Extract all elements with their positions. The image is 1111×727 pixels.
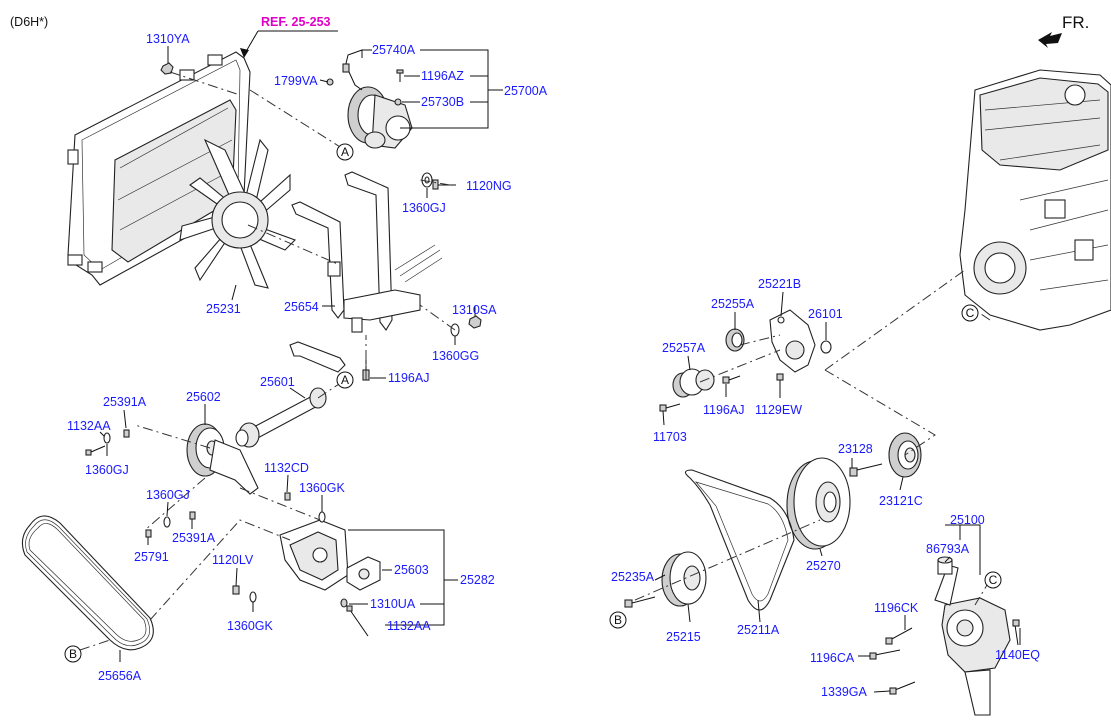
callout-C-pump[interactable]: C	[984, 571, 1002, 589]
tensioner-pulley-25257A	[672, 368, 715, 398]
part-label[interactable]: 25215	[666, 630, 701, 644]
part-label[interactable]: 25603	[394, 563, 429, 577]
water-pump-25100	[934, 564, 1011, 716]
pulley-bracket-25282	[279, 519, 349, 591]
part-label[interactable]: 25100	[950, 513, 985, 527]
part-label[interactable]: 1196CK	[874, 601, 919, 615]
nut-25730B	[394, 98, 402, 106]
ref-link[interactable]: REF. 25-253	[261, 15, 331, 29]
part-label[interactable]: 1140EQ	[995, 648, 1040, 662]
fan-clutch-assembly	[347, 86, 413, 149]
part-labels: 1310YA 25740A 1799VA 1196AZ 25700A 25730…	[67, 32, 1040, 699]
callout-A-top[interactable]: A	[336, 143, 354, 161]
svg-text:C: C	[966, 306, 975, 320]
part-label[interactable]: 25602	[186, 390, 221, 404]
part-label[interactable]: 25211A	[737, 623, 780, 637]
pump-pulley-25215	[661, 551, 707, 607]
part-label[interactable]: 1132AA	[67, 419, 111, 433]
leader-lines	[99, 46, 1021, 693]
part-label[interactable]: 1360GK	[227, 619, 274, 633]
svg-text:B: B	[614, 613, 622, 627]
part-label[interactable]: 25391A	[103, 395, 147, 409]
part-label[interactable]: 1360GG	[432, 349, 479, 363]
part-label[interactable]: 1132CD	[264, 461, 309, 475]
bolt-1196AZ	[396, 69, 404, 82]
bolt-23128	[849, 463, 883, 477]
front-direction-label: FR.	[1062, 13, 1089, 32]
part-label[interactable]: 25255A	[711, 297, 755, 311]
part-label[interactable]: 1132AA	[387, 619, 431, 633]
svg-text:A: A	[341, 373, 349, 387]
sensor-25740A	[342, 49, 363, 91]
part-label[interactable]: 25791	[134, 550, 169, 564]
small-fasteners-left	[85, 429, 369, 637]
callout-B-left[interactable]: B	[64, 645, 82, 663]
tensioner-bracket-25221B	[769, 309, 816, 373]
part-label[interactable]: 1310SA	[452, 303, 497, 317]
part-label[interactable]: 25282	[460, 573, 495, 587]
idler-25255A	[725, 328, 745, 352]
shroud-bracket	[289, 171, 443, 373]
part-label[interactable]: 1120NG	[466, 179, 512, 193]
part-label[interactable]: 1799VA	[274, 74, 318, 88]
svg-text:B: B	[69, 647, 77, 661]
ref-arrow-icon	[240, 48, 249, 58]
callout-C-engine[interactable]: C	[961, 304, 979, 322]
pump-bolts	[869, 619, 1020, 695]
part-label[interactable]: 1360GJ	[402, 201, 446, 215]
fan-shaft	[235, 387, 327, 448]
part-label[interactable]: 23121C	[879, 494, 923, 508]
callout-B-right[interactable]: B	[609, 611, 627, 629]
part-label[interactable]: 1310YA	[146, 32, 190, 46]
part-label[interactable]: 23128	[838, 442, 873, 456]
part-label[interactable]: 25740A	[372, 43, 416, 57]
part-label[interactable]: 1196AJ	[703, 403, 744, 417]
washer-1360GJ-top	[421, 172, 433, 188]
part-label[interactable]: 26101	[808, 307, 843, 321]
engine-code: (D6H*)	[10, 15, 48, 29]
part-label[interactable]: 25700A	[504, 84, 548, 98]
part-label[interactable]: 25257A	[662, 341, 706, 355]
bolt-1310YA	[160, 62, 174, 75]
part-label[interactable]: 1129EW	[755, 403, 802, 417]
part-label[interactable]: 1196AJ	[388, 371, 429, 385]
nut-1310SA	[468, 315, 482, 329]
part-label[interactable]: 1360GJ	[146, 488, 190, 502]
part-label[interactable]: 1360GJ	[85, 463, 129, 477]
part-label[interactable]: 1360GK	[299, 481, 346, 495]
part-label[interactable]: 25221B	[758, 277, 801, 291]
part-label[interactable]: 1310UA	[370, 597, 416, 611]
part-label[interactable]: 25270	[806, 559, 841, 573]
svg-text:A: A	[341, 145, 349, 159]
part-label[interactable]: 11703	[653, 430, 687, 444]
part-label[interactable]: 1196AZ	[421, 69, 464, 83]
oring-26101	[820, 340, 832, 354]
part-label[interactable]: 86793A	[926, 542, 970, 556]
part-label[interactable]: 25654	[284, 300, 319, 314]
crank-pulley-25270	[786, 457, 851, 550]
belt-25211A	[684, 469, 795, 611]
svg-text:C: C	[989, 573, 998, 587]
part-label[interactable]: 25231	[206, 302, 241, 316]
fitting-86793A	[937, 556, 953, 575]
part-label[interactable]: 25391A	[172, 531, 216, 545]
belt-25656A	[21, 515, 154, 651]
engine-block	[959, 69, 1111, 331]
part-label[interactable]: 25730B	[421, 95, 464, 109]
part-label[interactable]: 25656A	[98, 669, 142, 683]
part-label[interactable]: 25235A	[611, 570, 655, 584]
tensioner-25603	[346, 556, 381, 591]
part-label[interactable]: 1120LV	[212, 553, 254, 567]
part-label[interactable]: 1339GA	[821, 685, 868, 699]
callout-A-mid[interactable]: A	[336, 371, 354, 389]
part-label[interactable]: 25601	[260, 375, 295, 389]
bolt-25235A	[624, 596, 656, 608]
part-label[interactable]: 1196CA	[810, 651, 855, 665]
front-arrow-icon	[1038, 32, 1062, 48]
